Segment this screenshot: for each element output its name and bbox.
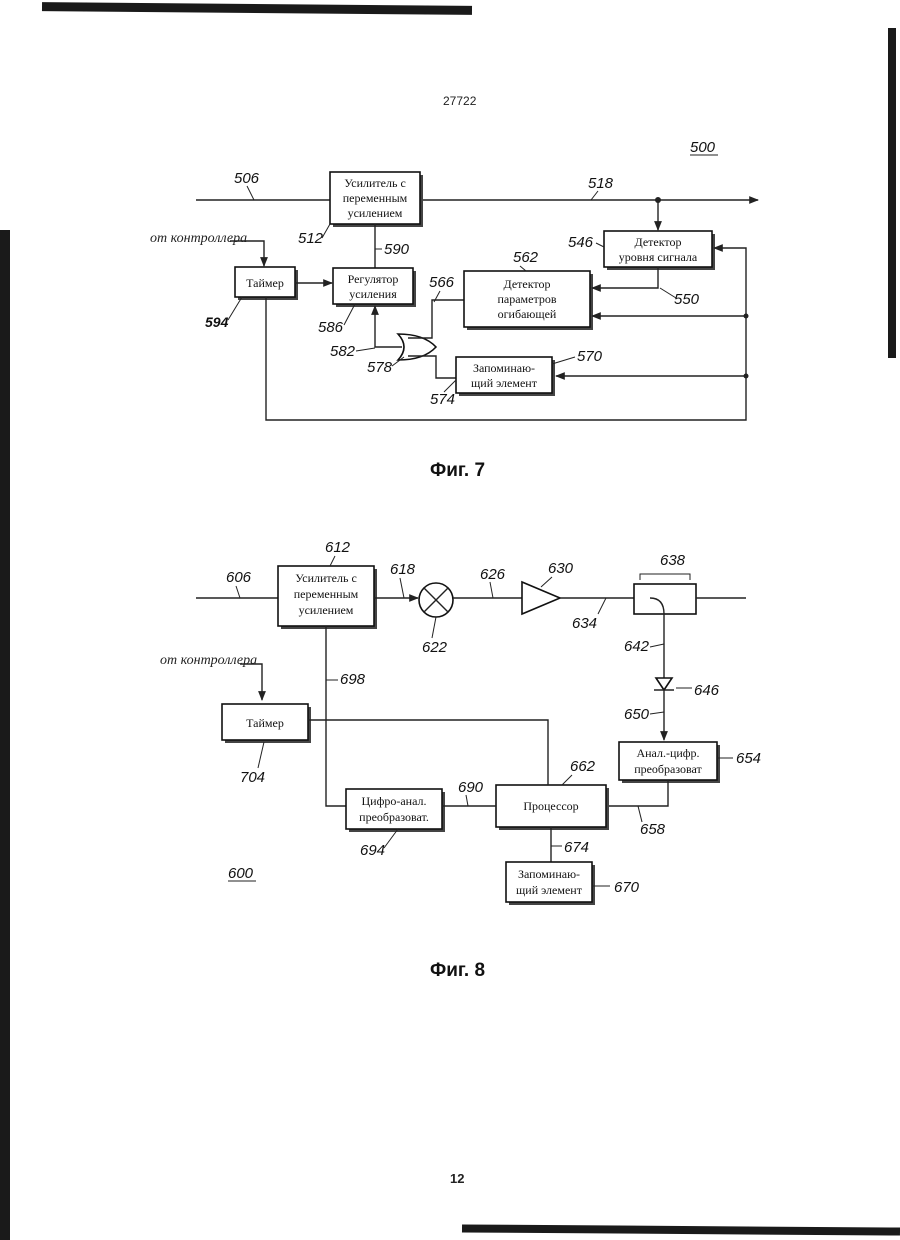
- fig8-timer-label: Таймер: [246, 716, 284, 730]
- fig8-ref-mem: 670: [614, 879, 640, 896]
- fig8-ref-input: 606: [226, 569, 252, 586]
- fig8-ref-adc: 654: [736, 750, 761, 767]
- fig7-ref-level-det: 546: [568, 234, 594, 251]
- figure-8: 606 Усилитель с переменным усилением 612…: [160, 539, 761, 905]
- fig8-ref-vga-ctrl: 698: [340, 671, 366, 688]
- fig8-diode: [656, 678, 672, 690]
- fig8-mem-line2: щий элемент: [516, 883, 583, 897]
- fig7-ref-or-out: 582: [330, 343, 356, 360]
- fig8-ref-proc: 662: [570, 758, 596, 775]
- fig8-vga-line2: переменным: [294, 587, 359, 601]
- fig7-ref-level-out: 550: [674, 291, 700, 308]
- fig8-ref-diode-out: 650: [624, 706, 650, 723]
- fig8-ref-dac-link: 690: [458, 779, 484, 796]
- fig8-mem-line1: Запоминаю-: [518, 867, 580, 881]
- fig7-env-det-line1: Детектор: [504, 277, 551, 291]
- fig8-ref-dac: 694: [360, 842, 385, 859]
- fig7-ref-input: 506: [234, 170, 260, 187]
- fig7-env-det-line2: параметров: [497, 292, 556, 306]
- fig7-mem-line1: Запоминаю-: [473, 361, 535, 375]
- fig8-dac-line1: Цифро-анал.: [361, 794, 426, 808]
- fig8-vga-line1: Усилитель с: [295, 571, 357, 585]
- fig8-ref-diode: 646: [694, 682, 720, 699]
- figure-7: 500 506 518 Усилитель с переменным усиле…: [150, 139, 758, 420]
- fig8-vga-line3: усилением: [299, 603, 354, 617]
- fig8-ref-mixer: 622: [422, 639, 448, 656]
- fig7-gain-reg-line1: Регулятор: [348, 272, 399, 286]
- fig8-ref-amp-out: 634: [572, 615, 597, 632]
- fig8-ref-vga-out: 618: [390, 561, 416, 578]
- fig8-ref-vga: 612: [325, 539, 351, 556]
- fig7-env-det-line3: огибающей: [498, 307, 557, 321]
- fig8-caption: Фиг. 8: [430, 960, 485, 982]
- fig8-ref-adc-out: 658: [640, 821, 666, 838]
- fig8-ref-main: 600: [228, 865, 254, 882]
- fig8-adc-line2: преобразоват: [634, 762, 702, 776]
- fig7-controller-note: от контроллера: [150, 231, 247, 246]
- fig7-ref-timer: 594: [205, 314, 229, 330]
- fig7-ref-vga: 512: [298, 230, 324, 247]
- fig7-ref-gain-reg: 586: [318, 319, 344, 336]
- fig8-ref-amp: 630: [548, 560, 574, 577]
- fig7-ref-or: 578: [367, 359, 393, 376]
- fig7-level-det-line1: Детектор: [635, 235, 682, 249]
- fig7-ref-main: 500: [690, 139, 716, 156]
- fig7-ref-env-det: 562: [513, 249, 539, 266]
- fig8-proc-label: Процессор: [523, 799, 578, 813]
- fig8-ref-timer: 704: [240, 769, 265, 786]
- fig8-controller-note: от контроллера: [160, 653, 257, 668]
- fig7-level-det-line2: уровня сигнала: [619, 250, 698, 264]
- fig7-ref-out-line: 518: [588, 175, 614, 192]
- fig8-adc-line1: Анал.-цифр.: [636, 746, 699, 760]
- fig8-ref-mem-link: 674: [564, 839, 589, 856]
- fig7-gain-reg-line2: усиления: [349, 287, 397, 301]
- fig8-coupler: [634, 584, 696, 614]
- fig7-caption: Фиг. 7: [430, 460, 485, 482]
- fig8-ref-coupler-out: 642: [624, 638, 650, 655]
- fig8-dac-line2: преобразоват.: [359, 810, 429, 824]
- fig7-mem-line2: щий элемент: [471, 376, 538, 390]
- fig7-ref-mem-in: 574: [430, 391, 455, 408]
- fig7-vga-line3: усилением: [348, 206, 403, 220]
- fig7-ref-mem: 570: [577, 348, 603, 365]
- fig7-ref-gain-link: 590: [384, 241, 410, 258]
- fig7-ref-env-in: 566: [429, 274, 455, 291]
- fig7-vga-line2: переменным: [343, 191, 408, 205]
- fig7-vga-line1: Усилитель с: [344, 176, 406, 190]
- fig7-timer-label: Таймер: [246, 276, 284, 290]
- fig8-ref-mixer-out: 626: [480, 566, 506, 583]
- fig8-ref-coupler: 638: [660, 552, 686, 569]
